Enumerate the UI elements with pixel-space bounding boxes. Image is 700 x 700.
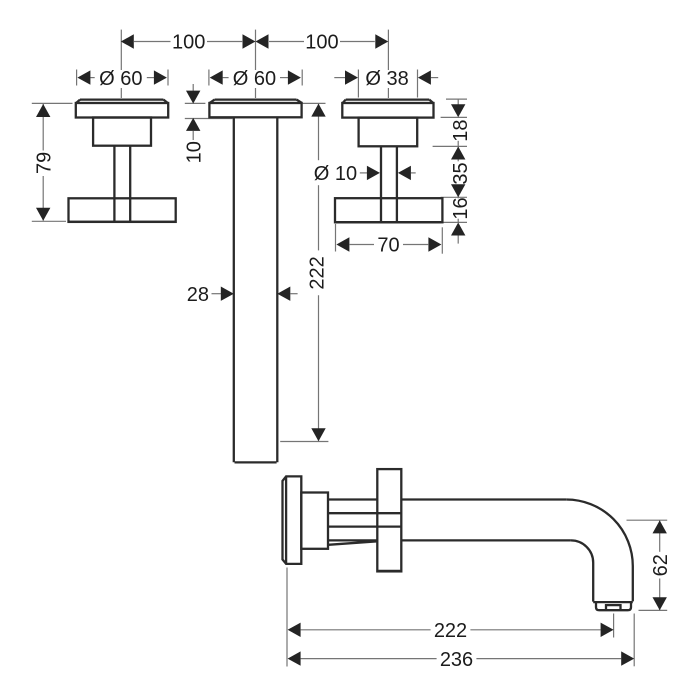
svg-text:79: 79 bbox=[33, 152, 55, 174]
svg-text:Ø 60: Ø 60 bbox=[233, 68, 276, 90]
svg-text:Ø 38: Ø 38 bbox=[365, 68, 408, 90]
svg-text:16: 16 bbox=[450, 197, 472, 219]
svg-text:236: 236 bbox=[440, 649, 473, 671]
svg-text:222: 222 bbox=[434, 620, 467, 642]
svg-text:18: 18 bbox=[450, 119, 472, 141]
svg-text:35: 35 bbox=[450, 162, 472, 184]
svg-text:10: 10 bbox=[183, 141, 205, 163]
svg-text:28: 28 bbox=[187, 284, 209, 306]
svg-text:100: 100 bbox=[172, 32, 205, 54]
svg-text:Ø 60: Ø 60 bbox=[99, 68, 142, 90]
svg-text:62: 62 bbox=[650, 554, 672, 576]
svg-text:70: 70 bbox=[377, 235, 399, 257]
svg-text:222: 222 bbox=[306, 256, 328, 289]
svg-text:100: 100 bbox=[305, 32, 338, 54]
svg-text:Ø 10: Ø 10 bbox=[314, 163, 357, 185]
